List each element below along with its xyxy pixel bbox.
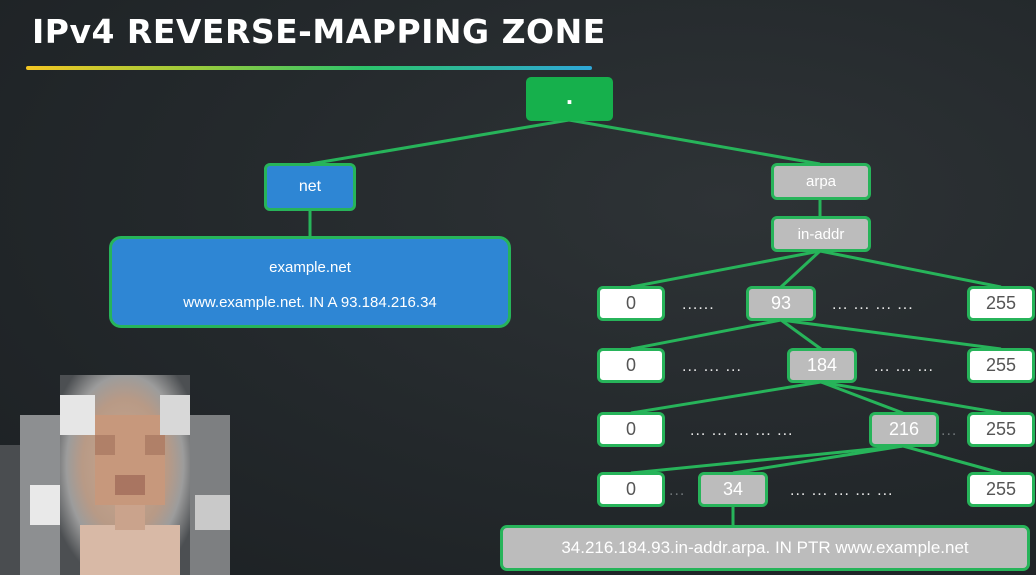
ptr-record: 34.216.184.93.in-addr.arpa. IN PTR www.e… <box>500 525 1030 571</box>
octet1-ellipsis-right: ... ... ... ... <box>832 296 914 313</box>
octet2-label-255: 255 <box>985 355 1017 375</box>
pixelated-face-image <box>0 375 230 575</box>
example-net-zone: example.net www.example.net. IN A 93.184… <box>109 236 511 328</box>
octet2-node-0: 0 <box>597 348 665 383</box>
edge-93-0 <box>630 318 782 351</box>
octet2-node-184: 184 <box>787 348 857 383</box>
title-underline <box>26 66 592 70</box>
octet4-label-255: 255 <box>985 479 1017 499</box>
octet4-node-0: 0 <box>597 472 665 507</box>
octet1-label-0: 0 <box>625 293 636 313</box>
octet4-ellipsis-left: ... <box>669 482 686 499</box>
edge-93-255 <box>780 318 1002 351</box>
octet3-ellipsis-right: ... <box>941 422 958 439</box>
octet1-node-0: 0 <box>597 286 665 321</box>
octet4-ellipsis-right: ... ... ... ... ... <box>790 482 894 499</box>
octet2-ellipsis-right: ... ... ... <box>874 358 934 375</box>
edge-inaddr-93 <box>779 249 822 289</box>
root-node: . <box>526 77 613 121</box>
octet1-ellipsis-left: ...... <box>682 296 715 313</box>
edge-216-0 <box>630 444 904 475</box>
octet3-label-216: 216 <box>888 419 920 439</box>
octet3-label-255: 255 <box>985 419 1017 439</box>
edge-root-net <box>309 118 570 166</box>
edge-184-216 <box>820 380 904 415</box>
in-addr-label: in-addr <box>797 225 845 243</box>
octet2-node-255: 255 <box>967 348 1035 383</box>
octet1-label-93: 93 <box>770 293 792 313</box>
edge-93-184 <box>780 318 822 351</box>
octet1-node-255: 255 <box>967 286 1035 321</box>
octet3-ellipsis-left: ... ... ... ... ... <box>690 422 794 439</box>
octet1-node-93: 93 <box>746 286 816 321</box>
octet3-node-0: 0 <box>597 412 665 447</box>
in-addr-node: in-addr <box>771 216 871 252</box>
page-title: IPv4 REVERSE-MAPPING ZONE <box>32 12 606 51</box>
ptr-record-text: 34.216.184.93.in-addr.arpa. IN PTR www.e… <box>561 538 969 557</box>
arpa-node: arpa <box>771 163 871 200</box>
edge-root-arpa <box>568 118 821 166</box>
octet4-label-34: 34 <box>722 479 744 499</box>
edge-216-34 <box>732 444 904 475</box>
zone-name: example.net <box>269 259 351 276</box>
octet3-node-216: 216 <box>869 412 939 447</box>
root-label: . <box>565 79 574 110</box>
octet1-label-255: 255 <box>985 293 1017 313</box>
zone-a-record: www.example.net. IN A 93.184.216.34 <box>183 294 437 311</box>
octet3-node-255: 255 <box>967 412 1035 447</box>
octet4-node-34: 34 <box>698 472 768 507</box>
net-node: net <box>264 163 356 211</box>
edge-184-0 <box>630 380 822 415</box>
octet2-label-184: 184 <box>806 355 838 375</box>
edge-216-255 <box>902 444 1002 475</box>
edge-inaddr-255 <box>819 249 1002 289</box>
octet2-label-0: 0 <box>625 355 636 375</box>
octet2-ellipsis-left: ... ... ... <box>682 358 742 375</box>
arpa-label: arpa <box>805 173 837 190</box>
octet4-label-0: 0 <box>625 479 636 499</box>
edge-inaddr-0 <box>630 249 821 289</box>
net-label: net <box>298 178 322 195</box>
octet4-node-255: 255 <box>967 472 1035 507</box>
edge-184-255 <box>820 380 1002 415</box>
presenter-avatar <box>0 375 245 575</box>
octet3-label-0: 0 <box>625 419 636 439</box>
